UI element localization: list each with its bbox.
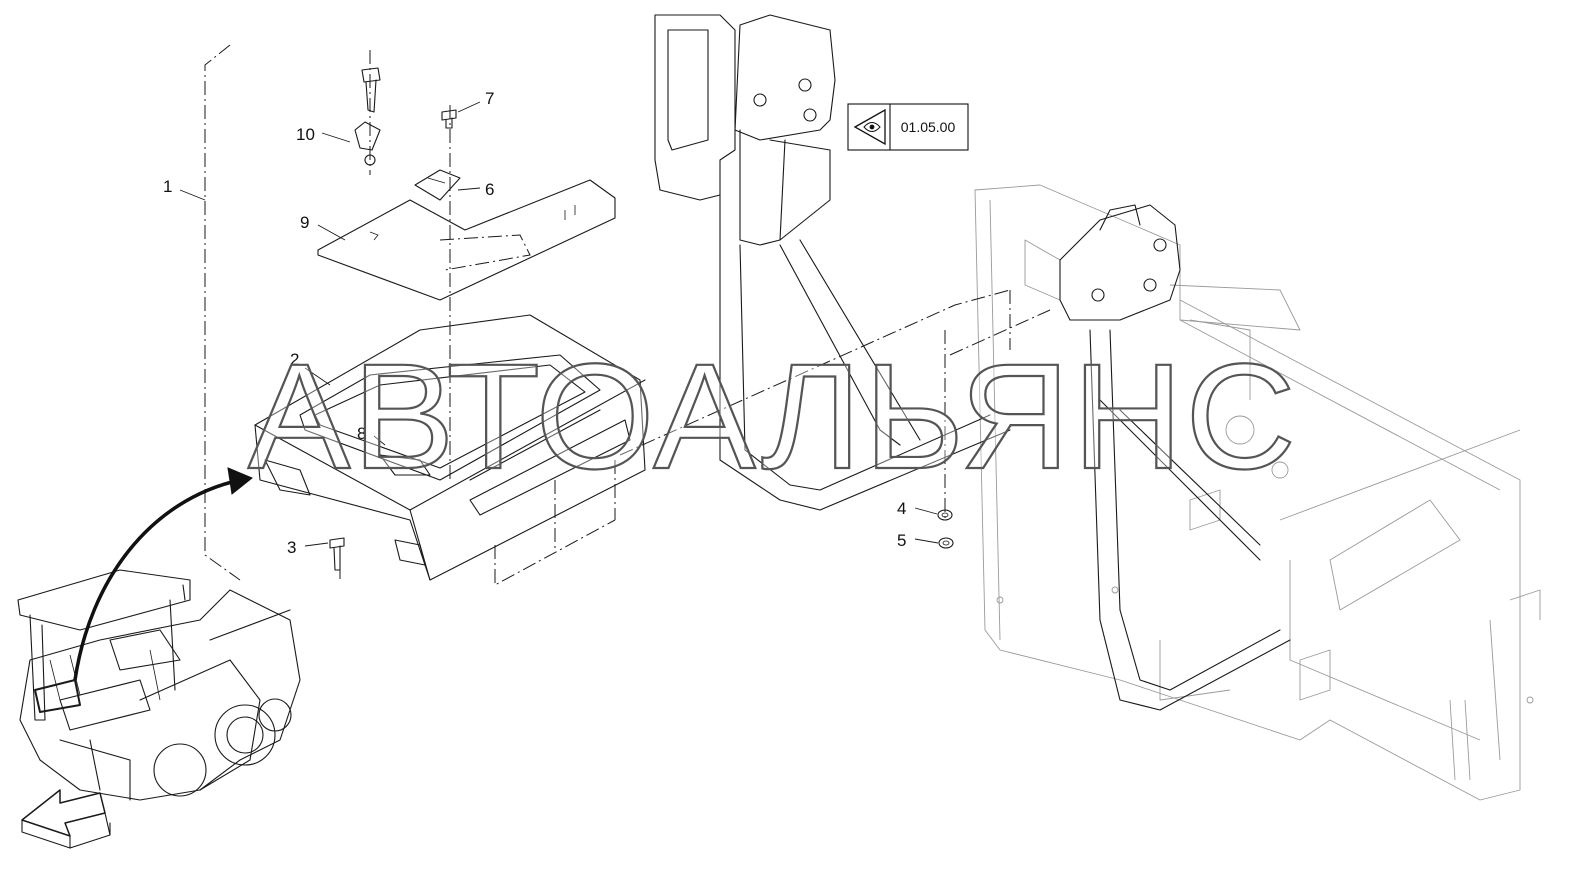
watermark: АВТОАЛЬЯНС	[248, 332, 1298, 500]
callout-1: 1	[163, 177, 206, 201]
callout-4: 4	[897, 499, 938, 518]
callout-6: 6	[457, 180, 494, 199]
callout-3: 3	[287, 538, 329, 557]
tray-part-2	[254, 314, 646, 581]
callout-label-6: 6	[485, 180, 494, 199]
callout-label-3: 3	[287, 538, 296, 557]
cover-plate-part-9	[317, 179, 616, 301]
bolt-part-3	[329, 537, 345, 571]
callout-9: 9	[300, 213, 346, 241]
callout-5: 5	[897, 531, 939, 550]
hinge-part-6	[414, 169, 461, 201]
nut-part-5	[938, 537, 954, 549]
reference-label: 01.05.00	[901, 119, 956, 135]
callout-10: 10	[296, 125, 351, 144]
handle-rail	[654, 14, 1291, 711]
view-arrow-icon	[21, 789, 111, 849]
callout-2: 2	[290, 350, 331, 386]
reference-box[interactable]: 01.05.00	[847, 103, 969, 151]
callout-8: 8	[357, 424, 386, 446]
bolt-part-7	[441, 109, 457, 129]
callout-label-4: 4	[897, 499, 906, 518]
callout-label-7: 7	[485, 89, 494, 108]
assembly-lines	[204, 44, 1051, 586]
callouts: 1 2 3 4 5 6 7 8	[163, 89, 939, 557]
callout-7: 7	[457, 89, 494, 113]
callout-label-8: 8	[357, 424, 366, 443]
callout-label-10: 10	[296, 125, 315, 144]
eye-icon	[853, 108, 886, 146]
callout-label-5: 5	[897, 531, 906, 550]
callout-label-1: 1	[163, 177, 172, 196]
callout-label-9: 9	[300, 213, 309, 232]
latch-part-10	[354, 67, 381, 166]
location-arrow-icon	[73, 467, 253, 681]
machine-overview	[17, 569, 301, 801]
callout-label-2: 2	[290, 350, 299, 369]
